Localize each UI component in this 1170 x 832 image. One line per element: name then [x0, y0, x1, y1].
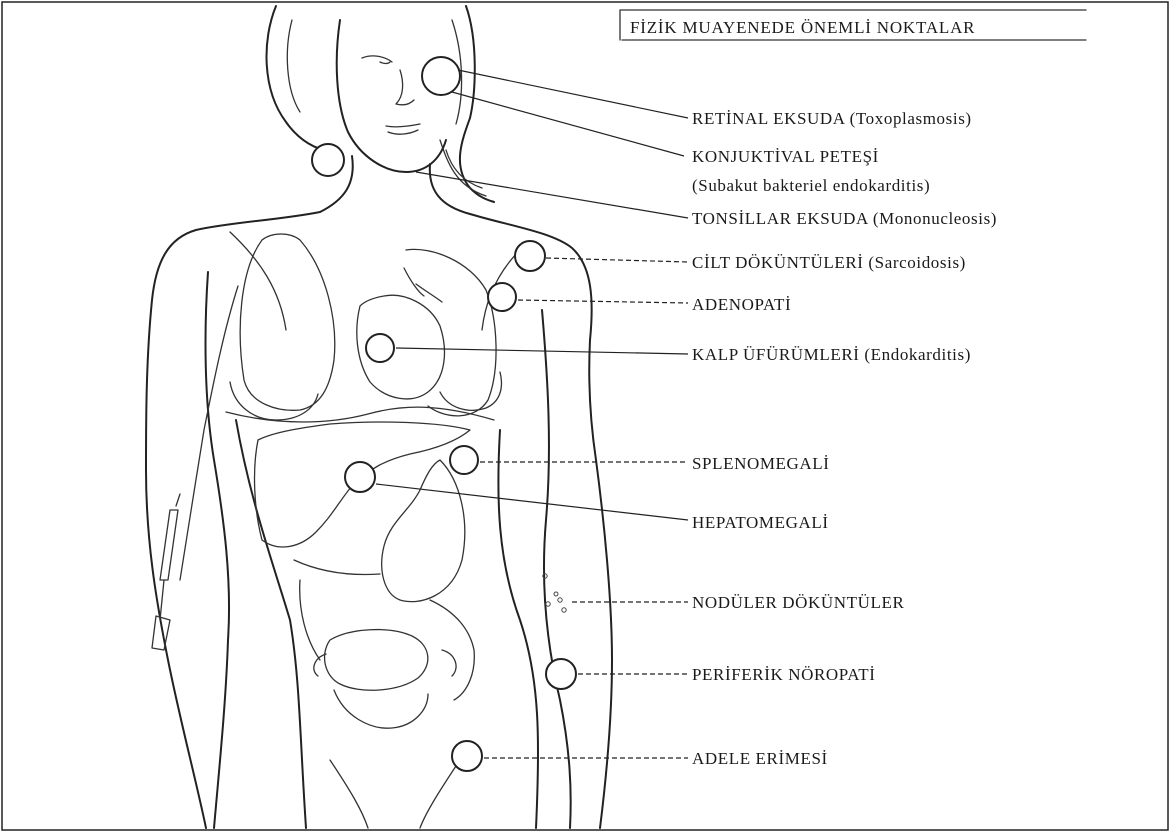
- label-kalp: KALP ÜFÜRÜMLERİ (Endokarditis): [692, 345, 971, 364]
- label-tonsillar: TONSİLLAR EKSUDA (Mononucleosis): [692, 209, 997, 228]
- label-hepatomegali: HEPATOMEGALİ: [692, 513, 829, 532]
- page-title: FİZİK MUAYENEDE ÖNEMLİ NOKTALAR: [630, 18, 975, 37]
- label-noduler: NODÜLER DÖKÜNTÜLER: [692, 593, 904, 612]
- label-konjuktival: KONJUKTİVAL PETEŞİ: [692, 147, 879, 166]
- shoulder-marker-icon: [515, 241, 545, 271]
- label-adele: ADELE ERİMESİ: [692, 749, 828, 768]
- marker-periferik: PERİFERİK NÖROPATİ: [546, 659, 876, 689]
- label-periferik: PERİFERİK NÖROPATİ: [692, 665, 876, 684]
- marker-kalp: KALP ÜFÜRÜMLERİ (Endokarditis): [366, 334, 971, 364]
- marker-splenomegali: SPLENOMEGALİ: [450, 446, 830, 474]
- arm-marker-icon: [546, 659, 576, 689]
- title-box: FİZİK MUAYENEDE ÖNEMLİ NOKTALAR: [620, 10, 1086, 40]
- body-illustration: [146, 6, 612, 828]
- marker-adenopati: ADENOPATİ: [488, 283, 791, 314]
- neck-marker-icon: [312, 144, 344, 176]
- label-adenopati: ADENOPATİ: [692, 295, 791, 314]
- marker-cilt: CİLT DÖKÜNTÜLERİ (Sarcoidosis): [515, 241, 966, 272]
- liver-marker-icon: [345, 462, 375, 492]
- heart-marker-icon: [366, 334, 394, 362]
- label-cilt: CİLT DÖKÜNTÜLERİ (Sarcoidosis): [692, 253, 966, 272]
- marker-konjuktival: KONJUKTİVAL PETEŞİ (Subakut bakteriel en…: [452, 92, 930, 195]
- spleen-marker-icon: [450, 446, 478, 474]
- thigh-marker-icon: [452, 741, 482, 771]
- label-splenomegali: SPLENOMEGALİ: [692, 454, 830, 473]
- eye-marker-icon: [422, 57, 460, 95]
- label-retinal: RETİNAL EKSUDA (Toxoplasmosis): [692, 109, 972, 128]
- marker-retinal: RETİNAL EKSUDA (Toxoplasmosis): [422, 57, 972, 128]
- label-konjuktival-sub: (Subakut bakteriel endokarditis): [692, 176, 930, 195]
- marker-adele: ADELE ERİMESİ: [452, 741, 828, 771]
- syringe-icon: [152, 494, 180, 650]
- marker-noduler: NODÜLER DÖKÜNTÜLER: [572, 593, 904, 612]
- axilla-marker-icon: [488, 283, 516, 311]
